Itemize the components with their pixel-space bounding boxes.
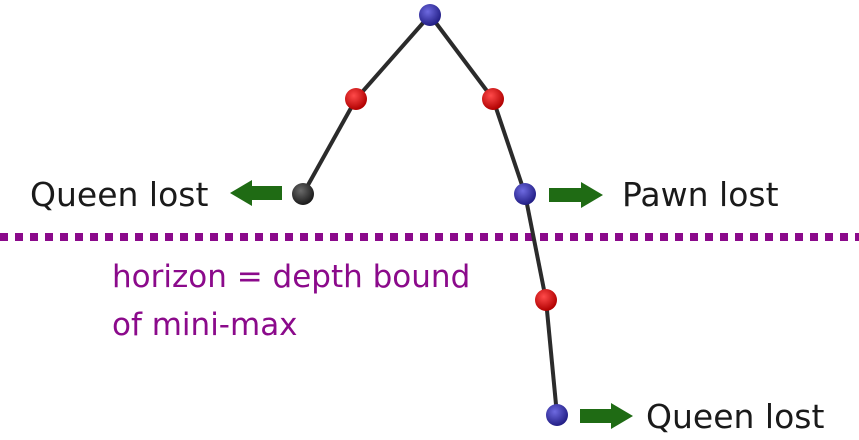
edge-root-left-min [354, 13, 432, 101]
node-deep-max [546, 404, 568, 426]
node-root [419, 4, 441, 26]
edge-left-min-left-leaf [301, 98, 358, 195]
node-right-min [482, 88, 504, 110]
left-outcome-arrow [230, 180, 282, 206]
deep-outcome-arrow [580, 403, 633, 429]
node-left-leaf [292, 183, 314, 205]
right-outcome-label: Pawn lost [622, 175, 779, 214]
node-deep-min [535, 289, 557, 311]
horizon-caption-line2: of mini-max [112, 307, 298, 343]
horizon-caption-line1: horizon = depth bound [112, 259, 470, 295]
edge-deep-min-deep-max [544, 299, 559, 416]
edge-root-right-min [428, 13, 495, 101]
node-right-max [514, 183, 536, 205]
left-outcome-label: Queen lost [30, 175, 208, 214]
edge-right-max-deep-min [523, 193, 548, 301]
tree-nodes [292, 4, 568, 426]
node-left-min [345, 88, 367, 110]
tree-edges [301, 13, 559, 416]
right-outcome-arrow [549, 182, 603, 208]
deep-outcome-label: Queen lost [646, 397, 824, 436]
edge-right-min-right-max [491, 98, 527, 195]
